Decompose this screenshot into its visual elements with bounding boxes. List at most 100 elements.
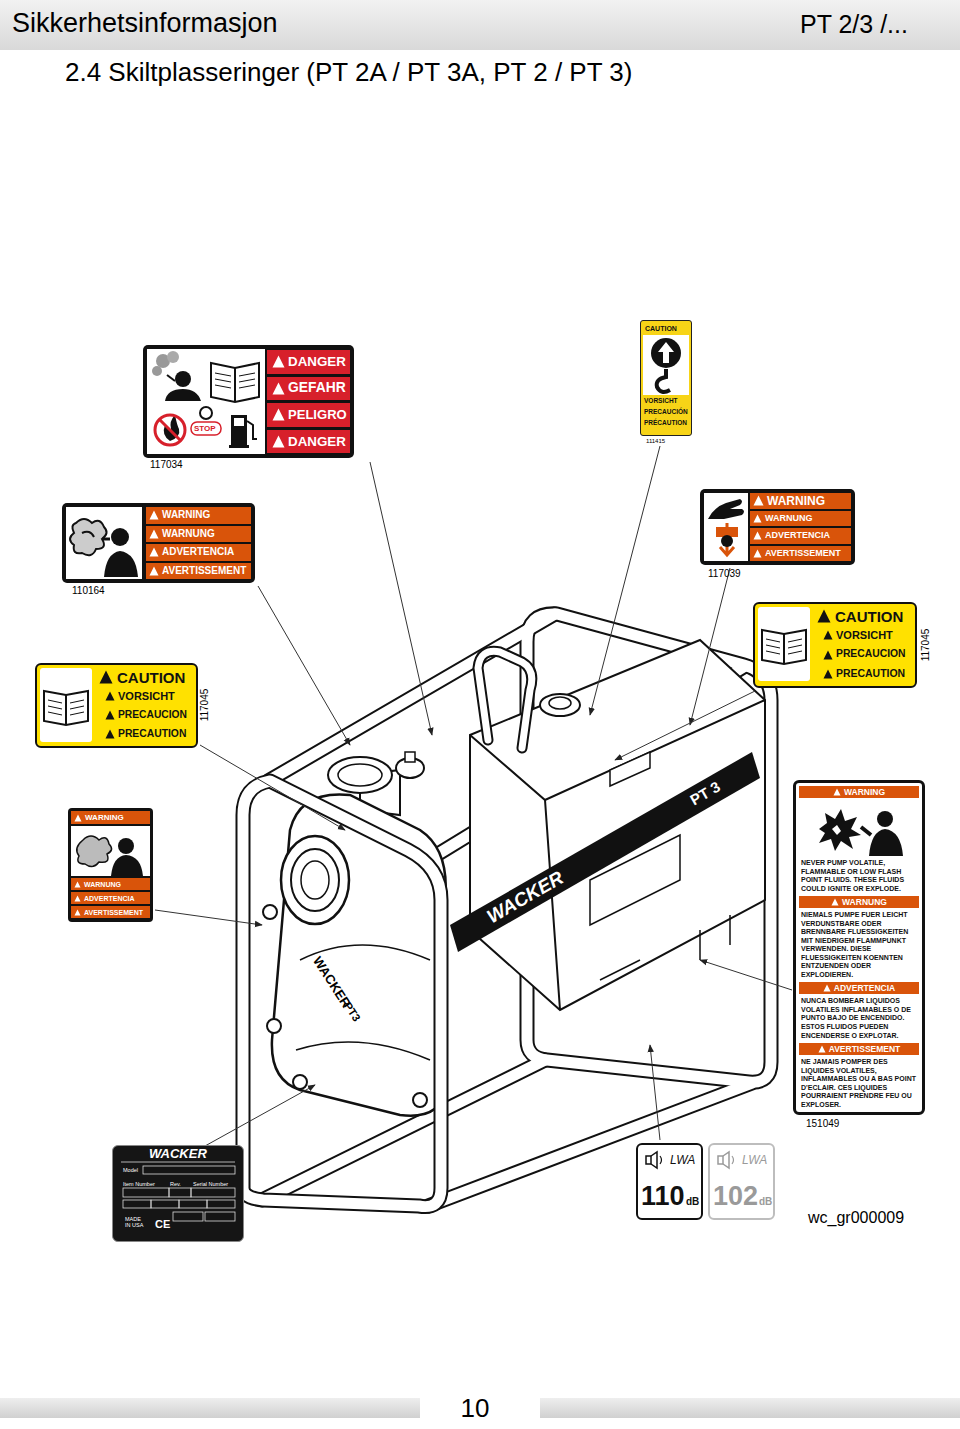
pump-housing-part <box>405 752 415 762</box>
warning-triangle-part <box>273 435 285 447</box>
caution-decal: CAUTIONVORSICHTPRECAUCIONPRECAUTION <box>35 663 198 748</box>
manual-pictogram-part <box>48 700 84 715</box>
sound-level-value: 110 <box>641 1183 685 1210</box>
warning-triangle-part <box>273 409 285 421</box>
decal-row: PRECAUCIÓN <box>643 407 689 417</box>
explosion-pictogram-part <box>819 809 861 851</box>
warning-triangle-part <box>832 899 839 906</box>
warning-triangle <box>753 549 762 558</box>
sound-level-value: 102 <box>713 1183 758 1210</box>
warning-triangle-part <box>833 789 840 796</box>
decal-row: CAUTION <box>815 607 912 625</box>
lifting-handle-part <box>478 651 532 748</box>
footer-bar <box>540 1398 960 1418</box>
footer-bar <box>0 1398 420 1418</box>
manual-pictogram-part <box>766 639 802 654</box>
warning-word: PRÉCAUTION <box>644 420 687 427</box>
field-caption: Item Number <box>123 1181 155 1187</box>
warning-body: NIEMALS PUMPE FUER LEICHT VERDUNSTBARE O… <box>799 911 919 979</box>
decal-row: DANGER <box>267 430 350 454</box>
warning-word: ADVERTENCIA <box>84 895 135 902</box>
warning-triangle <box>149 547 159 557</box>
warning-word: ADVERTENCIA <box>765 531 830 540</box>
decal-row: ADVERTENCIA <box>71 892 150 904</box>
caution-decal: CAUTIONVORSICHTPRECAUCIONPRECAUTION <box>753 602 917 688</box>
warning-triangle-part <box>754 514 762 522</box>
danger-pictograms-part <box>165 389 201 401</box>
warning-pictogram <box>62 503 144 583</box>
explosion-pictogram-part <box>877 811 893 827</box>
frame-front-inner-part <box>243 781 441 1207</box>
nameplate-fields-part-part <box>191 1188 235 1197</box>
warning-word: WARNUNG <box>162 529 215 539</box>
engine-part <box>610 752 650 786</box>
leader-lines-part <box>205 1085 315 1146</box>
decal-row: WARNUNG <box>750 511 851 527</box>
pump-housing-part <box>293 1075 307 1089</box>
engine-part <box>540 694 580 716</box>
warning-word: WARNING <box>767 495 825 507</box>
page-number: 10 <box>461 1395 490 1421</box>
speaker-symbol <box>716 1150 738 1170</box>
pump-housing-part <box>413 1093 427 1107</box>
warning-triangle-part <box>754 532 762 540</box>
speaker-symbol-part <box>646 1156 651 1164</box>
frame-front <box>243 781 441 1207</box>
manual-pictogram-part <box>40 668 92 742</box>
danger-pictograms-part <box>200 407 212 419</box>
decal-row: ADVERTENCIA <box>799 982 919 994</box>
danger-pictograms-part <box>234 418 244 426</box>
warning-triangle <box>823 650 833 660</box>
decal-row: PRÉCAUTION <box>643 418 689 428</box>
decal-row: WARNUNG <box>71 878 150 890</box>
decal-row: VORSICHT <box>643 396 689 406</box>
warning-word: DANGER <box>288 355 346 368</box>
field-caption: Serial Number <box>193 1181 228 1187</box>
pump-housing-part <box>296 945 430 1060</box>
warning-pictogram-part <box>77 836 112 867</box>
warning-word: AVERTISSEMENT <box>829 1045 901 1054</box>
decal-row: WARNING <box>71 811 150 824</box>
warning-body: NE JAMAIS POMPER DES LIQUIDES VOLATILES,… <box>799 1058 919 1109</box>
warning-triangle <box>105 691 115 701</box>
warning-word: PELIGRO <box>288 408 347 421</box>
caution-rows: CAUTIONVORSICHTPRECAUCIONPRECAUTION <box>97 668 193 743</box>
part-number: 110164 <box>72 586 105 596</box>
nameplate-fields-part-part <box>123 1200 151 1208</box>
sound-power-decal: LWA102dB <box>708 1143 775 1220</box>
speaker-symbol-part <box>732 1156 734 1164</box>
manual-pictogram-part <box>44 691 88 725</box>
nameplate-fields-part-part <box>169 1188 191 1197</box>
flammable-fluid-warning-decal: WARNINGNEVER PUMP VOLATILE, FLAMMABLE OR… <box>793 780 925 1115</box>
warning-triangle <box>753 531 762 540</box>
warning-triangle-part <box>823 985 830 992</box>
figure-id: wc_gr000009 <box>808 1210 904 1226</box>
danger-pictograms-part <box>160 420 180 440</box>
nameplate-fields-part <box>121 1162 235 1221</box>
warning-pictogram-part <box>111 528 129 546</box>
danger-pictograms-part <box>167 351 179 363</box>
danger-pictograms-part <box>229 445 249 448</box>
warning-triangle <box>74 895 81 902</box>
warning-triangle-part <box>75 814 82 821</box>
engine <box>470 640 765 1010</box>
manual-pictogram-part <box>65 695 67 725</box>
warning-triangle-part <box>754 496 764 506</box>
warning-pictogram-part <box>118 838 134 854</box>
warning-pictogram-part <box>708 499 744 519</box>
warning-triangle <box>823 984 831 992</box>
danger-pictograms-part <box>247 421 257 439</box>
hook-pictogram-part <box>658 342 674 363</box>
sound-level-unit: dB <box>686 1197 699 1207</box>
warning-word: AVERTISSEMENT <box>162 566 246 576</box>
decal-row: ADVERTENCIA <box>146 544 251 561</box>
small-warning-decal: WARNINGWARNUNGADVERTENCIAAVERTISSEMENT <box>68 808 153 922</box>
nameplate-fields-part-part <box>179 1200 207 1208</box>
pump-housing <box>263 752 446 1116</box>
decal-row: DANGER <box>267 350 350 374</box>
decal-row: WARNING <box>750 493 851 509</box>
warning-word: PRECAUTION <box>836 669 905 679</box>
warning-pictogram-part <box>111 855 143 876</box>
warning-triangle-part <box>106 730 115 739</box>
